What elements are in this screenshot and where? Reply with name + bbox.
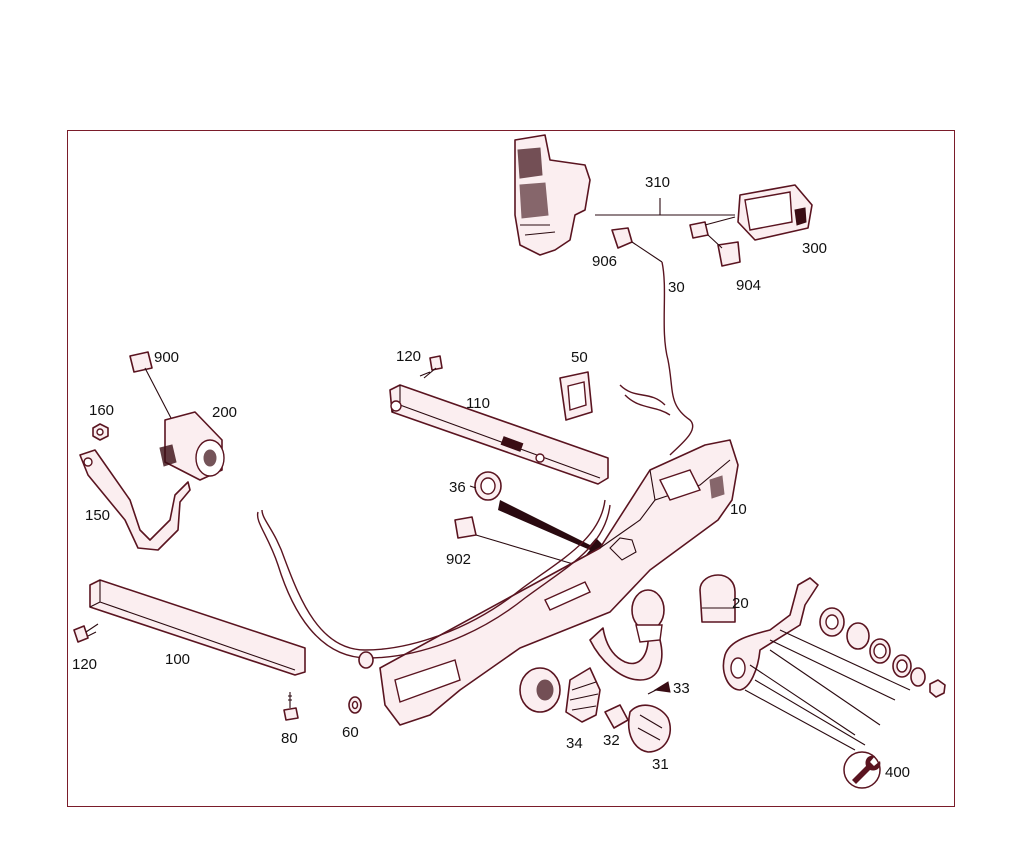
part-32-plug-insert[interactable] [604, 704, 629, 729]
callout-150: 150 [85, 507, 111, 524]
callout-160: 160 [89, 402, 115, 419]
diagram-frame [67, 130, 955, 807]
callout-line-904 [704, 216, 736, 249]
callout-60: 60 [342, 724, 359, 741]
part-ball-neck[interactable] [589, 589, 665, 681]
callout-906: 906 [592, 253, 618, 270]
part-300-control-unit[interactable] [737, 184, 813, 241]
callout-36: 36 [449, 479, 466, 496]
callout-300: 300 [802, 240, 828, 257]
callout-31: 31 [652, 756, 669, 773]
part-20-ball-cap[interactable] [699, 574, 736, 623]
part-906-connector[interactable] [611, 227, 633, 249]
part-120-bolt-left[interactable] [73, 623, 99, 643]
part-31-socket-housing[interactable] [628, 704, 672, 753]
callout-200: 200 [212, 404, 238, 421]
callout-80: 80 [281, 730, 298, 747]
callout-20: 20 [732, 595, 749, 612]
part-902-connector[interactable] [454, 516, 477, 539]
part-80-bolt[interactable] [283, 692, 299, 721]
part-ring-grommet[interactable] [358, 651, 374, 669]
callout-line-906 [631, 241, 663, 263]
part-60-washer[interactable] [348, 696, 362, 714]
part-310-fuse-module[interactable] [514, 134, 591, 256]
callout-line-900 [144, 367, 173, 421]
callout-310: 310 [645, 174, 671, 191]
part-36-grommet[interactable] [469, 471, 502, 501]
part-34-boot[interactable] [565, 667, 601, 723]
callout-904: 904 [736, 277, 762, 294]
callout-900: 900 [154, 349, 180, 366]
part-904-connector[interactable] [689, 221, 741, 267]
part-33-screw[interactable] [647, 681, 671, 695]
callout-100: 100 [165, 651, 191, 668]
arrow-36 [498, 500, 610, 556]
callout-50: 50 [571, 349, 588, 366]
callout-120-left: 120 [72, 656, 98, 673]
callout-110: 110 [466, 395, 490, 412]
part-160-nut[interactable] [92, 423, 109, 441]
part-10-hitch-carrier[interactable] [379, 439, 739, 726]
part-socket[interactable] [519, 667, 561, 713]
part-cable-loop[interactable] [261, 499, 606, 651]
wrench-icon [843, 751, 881, 789]
part-150-bracket[interactable] [79, 449, 191, 551]
callout-30: 30 [668, 279, 685, 296]
callout-10: 10 [730, 501, 747, 518]
part-900-connector[interactable] [129, 351, 153, 373]
part-30-cable[interactable] [661, 261, 694, 456]
callout-32: 32 [603, 732, 620, 749]
part-50-mounting-plate[interactable] [559, 371, 593, 421]
part-120-bolt-top[interactable] [419, 355, 443, 379]
part-200-sensor[interactable] [159, 411, 225, 481]
callout-34: 34 [566, 735, 583, 752]
callout-line-310 [595, 198, 735, 216]
part-100-cross-member[interactable] [89, 579, 306, 676]
part-110-cross-member[interactable] [389, 384, 609, 485]
callout-33: 33 [673, 680, 690, 697]
callout-120-top: 120 [396, 348, 422, 365]
callout-400: 400 [885, 764, 911, 781]
callout-902: 902 [446, 551, 472, 568]
part-400-mounting-kit[interactable] [722, 577, 946, 751]
